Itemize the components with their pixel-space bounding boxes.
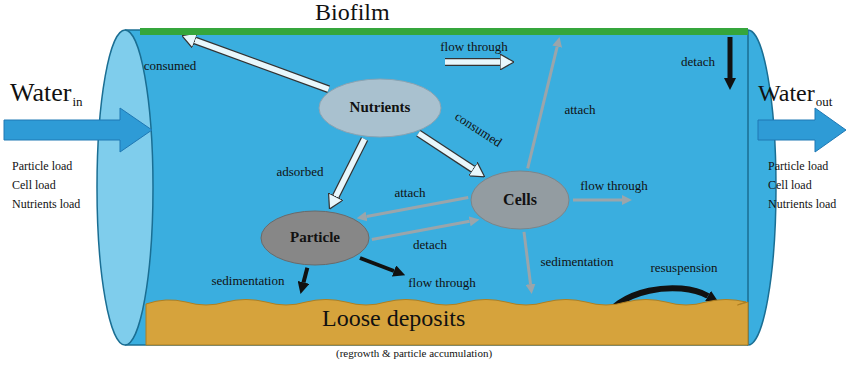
outflow-arrow (758, 108, 846, 152)
node-label: Particle (290, 229, 340, 246)
load-label: Particle load (768, 160, 828, 174)
flow-connector (195, 40, 329, 89)
water-label: Water (758, 80, 815, 108)
water-subscript: in (72, 95, 82, 110)
cells-ellipse-outline (471, 171, 569, 229)
flow-arrow (445, 58, 500, 66)
flow-connector (304, 268, 308, 283)
water-label: Water (10, 78, 71, 108)
pipe-opening (97, 30, 153, 345)
connector-label: sedimentation (212, 274, 285, 289)
flow-connector (528, 47, 558, 169)
connector-outline (418, 133, 472, 169)
connector-label: detach (413, 238, 447, 253)
loose-deposits-band: Loose deposits(regrowth & particle accum… (146, 296, 748, 345)
pipe-body (125, 30, 748, 345)
connector-outline (195, 40, 329, 89)
particle-ellipse: Particle (260, 210, 370, 266)
process-label: flow through (440, 40, 508, 55)
deposits-note: (regrowth & particle accumulation) (336, 347, 492, 360)
biofilm-layer-fill (140, 28, 748, 35)
deposits-heading: Loose deposits (322, 305, 465, 333)
connector-label: attach (394, 186, 425, 201)
inflow-arrow (4, 108, 152, 152)
connector-line (367, 198, 469, 217)
flow-connector (367, 198, 469, 217)
process-label: detach (681, 55, 715, 70)
connector-line (528, 47, 558, 169)
connector-label: adsorbed (277, 165, 324, 180)
biofilm-layer: Biofilm (140, 28, 748, 35)
connector-line (418, 133, 472, 169)
connector-label: attach (564, 103, 595, 118)
connector-line (195, 40, 329, 89)
flow-connector (524, 232, 531, 284)
nutrients-ellipse-outline (319, 79, 441, 137)
load-label: Nutrients load (12, 198, 80, 212)
node-label: Cells (503, 191, 537, 209)
connector-line (336, 139, 365, 197)
flow-arrow (573, 199, 622, 202)
water-subscript: out (816, 95, 833, 110)
particle-ellipse-outline (261, 211, 369, 265)
biofilm-heading: Biofilm (315, 0, 390, 27)
connector-line (304, 268, 308, 283)
nutrients-ellipse: Nutrients (318, 78, 442, 138)
connector-outline (336, 139, 365, 197)
process-label: resuspension (650, 261, 717, 276)
flow-connector (418, 133, 472, 169)
cells-ellipse: Cells (470, 170, 570, 230)
connector-label: sedimentation (541, 255, 614, 270)
process-label: flow through (408, 276, 476, 291)
node-label: Nutrients (350, 99, 411, 116)
flow-arrow (445, 59, 500, 65)
load-label: Nutrients load (768, 198, 836, 212)
detach-arrow (728, 37, 733, 78)
connector-label: consumed (452, 109, 504, 150)
load-label: Cell load (12, 179, 56, 193)
load-label: Particle load (12, 160, 72, 174)
biofilm-layer-shape (140, 28, 748, 35)
load-label: Cell load (768, 179, 812, 193)
connector-line (524, 232, 531, 284)
flow-connector (336, 139, 365, 197)
connector-label: consumed (144, 59, 197, 74)
loose-deposits-band-fill (146, 300, 748, 346)
process-label: flow through (580, 179, 648, 194)
flow-arrow (360, 258, 394, 271)
